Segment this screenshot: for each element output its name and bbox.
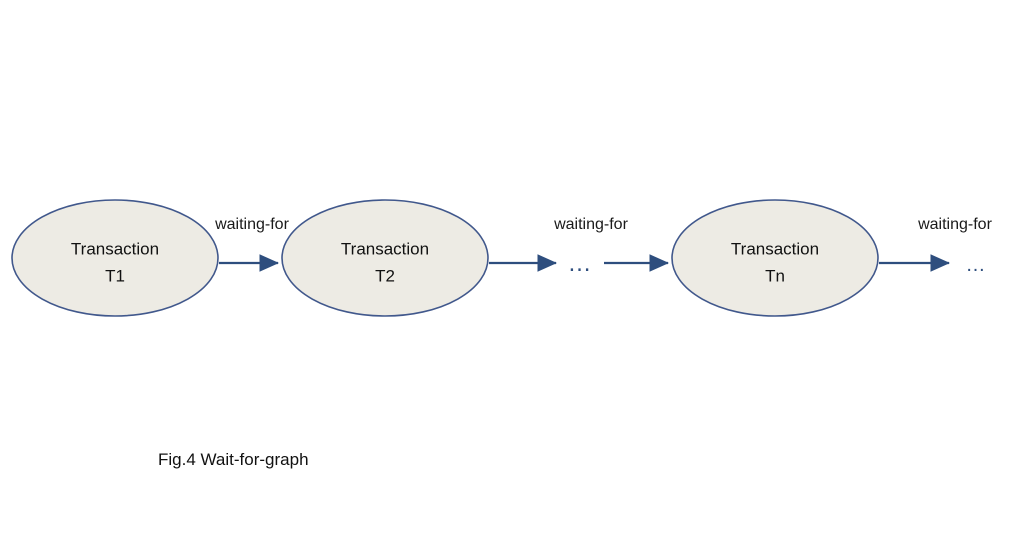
edge-label-waiting-for-3: waiting-for [917, 216, 992, 233]
node-label-t1-line2: T1 [105, 266, 125, 285]
edge-label-waiting-for-2: waiting-for [553, 216, 628, 233]
node-ellipse-t2[interactable] [281, 199, 489, 317]
node-transaction-t2[interactable]: Transaction T2 [281, 199, 489, 317]
node-label-t2-line1: Transaction [341, 239, 429, 258]
node-label-t2-line2: T2 [375, 266, 395, 285]
node-ellipse-t1[interactable] [11, 199, 219, 317]
node-ellipse-tn[interactable] [671, 199, 879, 317]
ellipsis-mark-1: … [568, 250, 593, 277]
ellipsis-mark-2: … [966, 254, 987, 276]
node-label-t1-line1: Transaction [71, 239, 159, 258]
node-transaction-t1[interactable]: Transaction T1 [11, 199, 219, 317]
node-label-tn-line1: Transaction [731, 239, 819, 258]
edge-label-waiting-for-1: waiting-for [214, 216, 289, 233]
node-label-tn-line2: Tn [765, 266, 785, 285]
figure-caption: Fig.4 Wait-for-graph [158, 450, 309, 469]
node-transaction-tn[interactable]: Transaction Tn [671, 199, 879, 317]
